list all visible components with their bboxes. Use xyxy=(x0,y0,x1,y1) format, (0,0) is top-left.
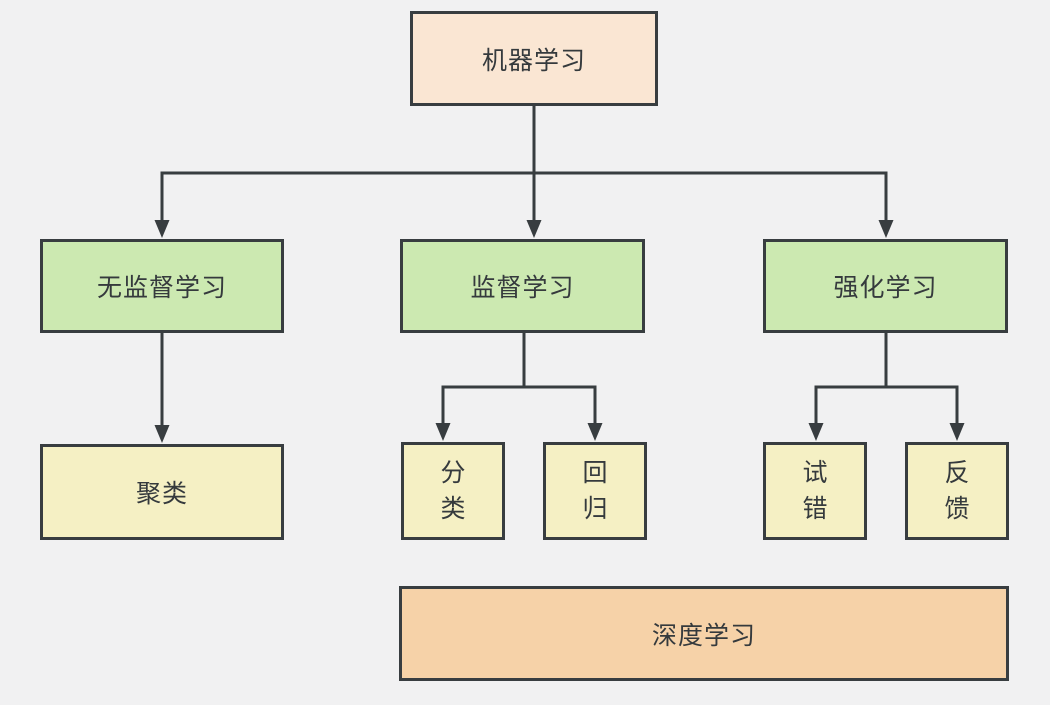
node-trial-and-error: 试错 xyxy=(763,442,867,540)
node-machine-learning: 机器学习 xyxy=(410,11,658,106)
node-label: 深度学习 xyxy=(651,621,756,650)
node-label: 反馈 xyxy=(944,458,970,523)
node-unsupervised-learning: 无监督学习 xyxy=(40,239,284,333)
edge-reinforcement-split xyxy=(808,333,965,441)
node-clustering: 聚类 xyxy=(40,444,284,540)
node-label: 试错 xyxy=(802,458,828,523)
node-label: 回归 xyxy=(582,458,608,523)
node-label: 聚类 xyxy=(135,480,188,508)
node-deep-learning: 深度学习 xyxy=(399,586,1009,681)
node-label: 强化学习 xyxy=(833,274,938,302)
node-label: 分类 xyxy=(440,458,466,523)
node-supervised-learning: 监督学习 xyxy=(400,239,645,333)
node-regression: 回归 xyxy=(543,442,647,540)
node-reinforcement-learning: 强化学习 xyxy=(763,239,1008,333)
edge-supervised-split xyxy=(435,333,603,441)
node-feedback: 反馈 xyxy=(905,442,1009,540)
node-label: 无监督学习 xyxy=(96,274,227,302)
edge-root-to-supervised xyxy=(526,173,542,238)
node-classification: 分类 xyxy=(401,442,505,540)
node-label: 监督学习 xyxy=(470,274,575,302)
edge-unsupervised-to-clustering xyxy=(154,333,170,443)
edge-root-to-reinforcement xyxy=(878,171,894,238)
edge-root-trunk xyxy=(160,106,888,175)
edge-root-to-unsupervised xyxy=(154,171,170,238)
node-label: 机器学习 xyxy=(481,46,586,75)
